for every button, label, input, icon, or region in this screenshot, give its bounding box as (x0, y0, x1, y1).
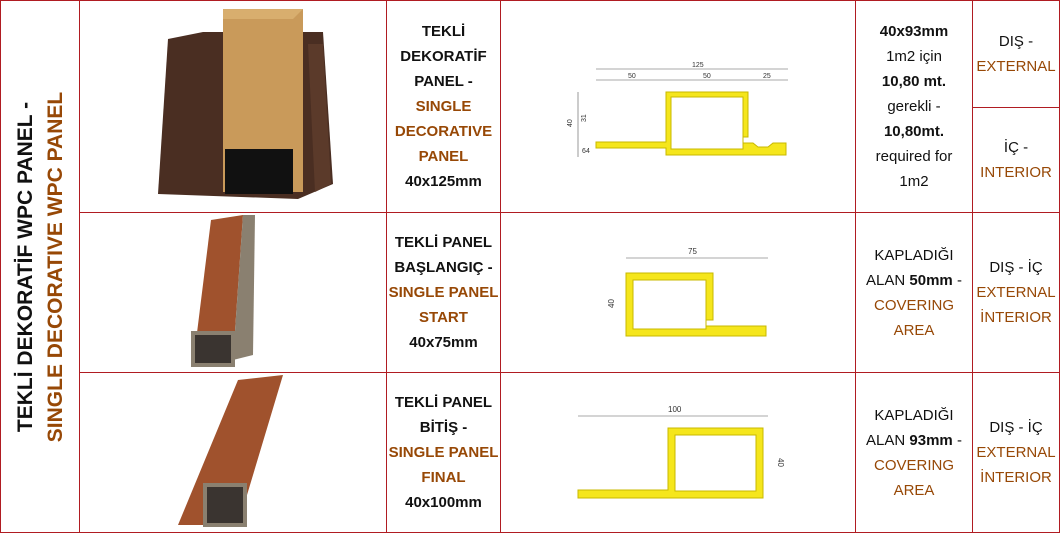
coverage-amount: 10,80 mt. (881, 73, 947, 90)
drawing-cell: 125 50 50 25 40 31 6 4 (500, 0, 856, 213)
product-name-cell: TEKLİ PANEL BAŞLANGIÇ - SINGLE PANEL STAR… (386, 212, 501, 373)
coverage-amount: 93mm (909, 431, 953, 449)
drawing-cell: 100 40 (500, 372, 856, 533)
coverage-text: 1m2 için (886, 48, 942, 65)
side-title-cell: TEKLİ DEKORATİF WPC PANEL - SINGLE DECOR… (0, 0, 80, 533)
name-tr: TEKLİ DEKORATİF PANEL - (400, 23, 487, 90)
side-title: TEKLİ DEKORATİF WPC PANEL - SINGLE DECOR… (11, 92, 71, 442)
side-title-en: SINGLE DECORATIVE WPC PANEL (44, 91, 67, 443)
coverage-en: COVERING AREA (873, 456, 954, 499)
panel-start-image (191, 215, 255, 367)
dim-label: 50 (628, 73, 636, 80)
product-image-cell (79, 372, 387, 533)
side-title-tr: TEKLİ DEKORATİF WPC PANEL - (14, 101, 37, 433)
profile-drawing: 75 40 (607, 247, 768, 336)
coverage-text: 1m2 (899, 173, 929, 190)
drawing-cell: 75 40 (500, 212, 856, 373)
profile-drawing: 100 40 (577, 405, 785, 498)
dim-label: 40 (776, 458, 785, 467)
product-image-cell (79, 212, 387, 373)
usage-interior-cell: İÇ - INTERIOR (972, 107, 1060, 213)
coverage-text: KAPLADIĞI ALAN (866, 246, 954, 289)
coverage-cell: KAPLADIĞI ALAN 93mm -COVERING AREA (855, 372, 973, 533)
coverage-text: gerekli - (887, 98, 941, 115)
profile-drawing: 125 50 50 25 40 31 6 4 (567, 62, 788, 157)
product-name-cell: TEKLİ DEKORATİF PANEL - SINGLE DECORATIVE… (386, 0, 501, 213)
dim-label: 31 (581, 114, 588, 122)
product-name-cell: TEKLİ PANEL BİTİŞ - SINGLE PANEL FINAL 40x… (386, 372, 501, 533)
usage-external-cell: DIŞ - EXTERNAL (972, 0, 1060, 108)
product-image-cell (79, 0, 387, 213)
name-en: SINGLE PANEL START (388, 284, 499, 326)
dim-label: 25 (763, 73, 771, 80)
dim-label: 125 (692, 62, 704, 69)
name-size: 40x75mm (409, 334, 478, 351)
usage-tr: DIŞ - İÇ (989, 419, 1043, 436)
usage-en: INTERIOR (980, 164, 1052, 181)
dim-label: 4 (586, 148, 590, 155)
dim-label: 75 (688, 247, 697, 256)
dim-label: 40 (607, 298, 616, 307)
coverage-text: - (956, 431, 962, 449)
dim-label: 6 (582, 148, 586, 155)
coverage-amount: 10,80mt. (883, 123, 945, 140)
coverage-text: - (956, 271, 962, 289)
usage-en: EXTERNAL (976, 284, 1056, 301)
decorative-panel-image (158, 9, 333, 199)
panel-final-image (178, 375, 283, 527)
usage-tr: DIŞ - İÇ (989, 259, 1043, 276)
dim-label: 100 (668, 405, 682, 414)
usage-en: İNTERIOR (980, 309, 1052, 326)
usage-tr: DIŞ - (998, 33, 1034, 50)
dim-label: 50 (703, 73, 711, 80)
coverage-text: KAPLADIĞI ALAN (866, 406, 954, 449)
name-en: SINGLE DECORATIVE PANEL (394, 98, 493, 165)
coverage-text: required for (875, 148, 953, 165)
coverage-size: 40x93mm (879, 23, 949, 40)
usage-en: İNTERIOR (980, 469, 1052, 486)
name-tr: TEKLİ PANEL BİTİŞ - (394, 394, 493, 436)
name-size: 40x125mm (405, 173, 482, 190)
name-size: 40x100mm (405, 494, 482, 511)
usage-en: EXTERNAL (976, 58, 1056, 75)
usage-cell: DIŞ - İÇ EXTERNAL İNTERIOR (972, 372, 1060, 533)
usage-en: EXTERNAL (976, 444, 1056, 461)
name-tr: TEKLİ PANEL BAŞLANGIÇ - (394, 234, 493, 276)
coverage-cell: 40x93mm 1m2 için 10,80 mt. gerekli - 10,… (855, 0, 973, 213)
usage-tr: İÇ - (1003, 139, 1029, 156)
coverage-en: COVERING AREA (873, 296, 954, 339)
dim-label: 40 (567, 119, 574, 127)
coverage-cell: KAPLADIĞI ALAN 50mm -COVERING AREA (855, 212, 973, 373)
name-en: SINGLE PANEL FINAL (388, 444, 499, 486)
usage-cell: DIŞ - İÇ EXTERNAL İNTERIOR (972, 212, 1060, 373)
coverage-amount: 50mm (909, 271, 953, 289)
